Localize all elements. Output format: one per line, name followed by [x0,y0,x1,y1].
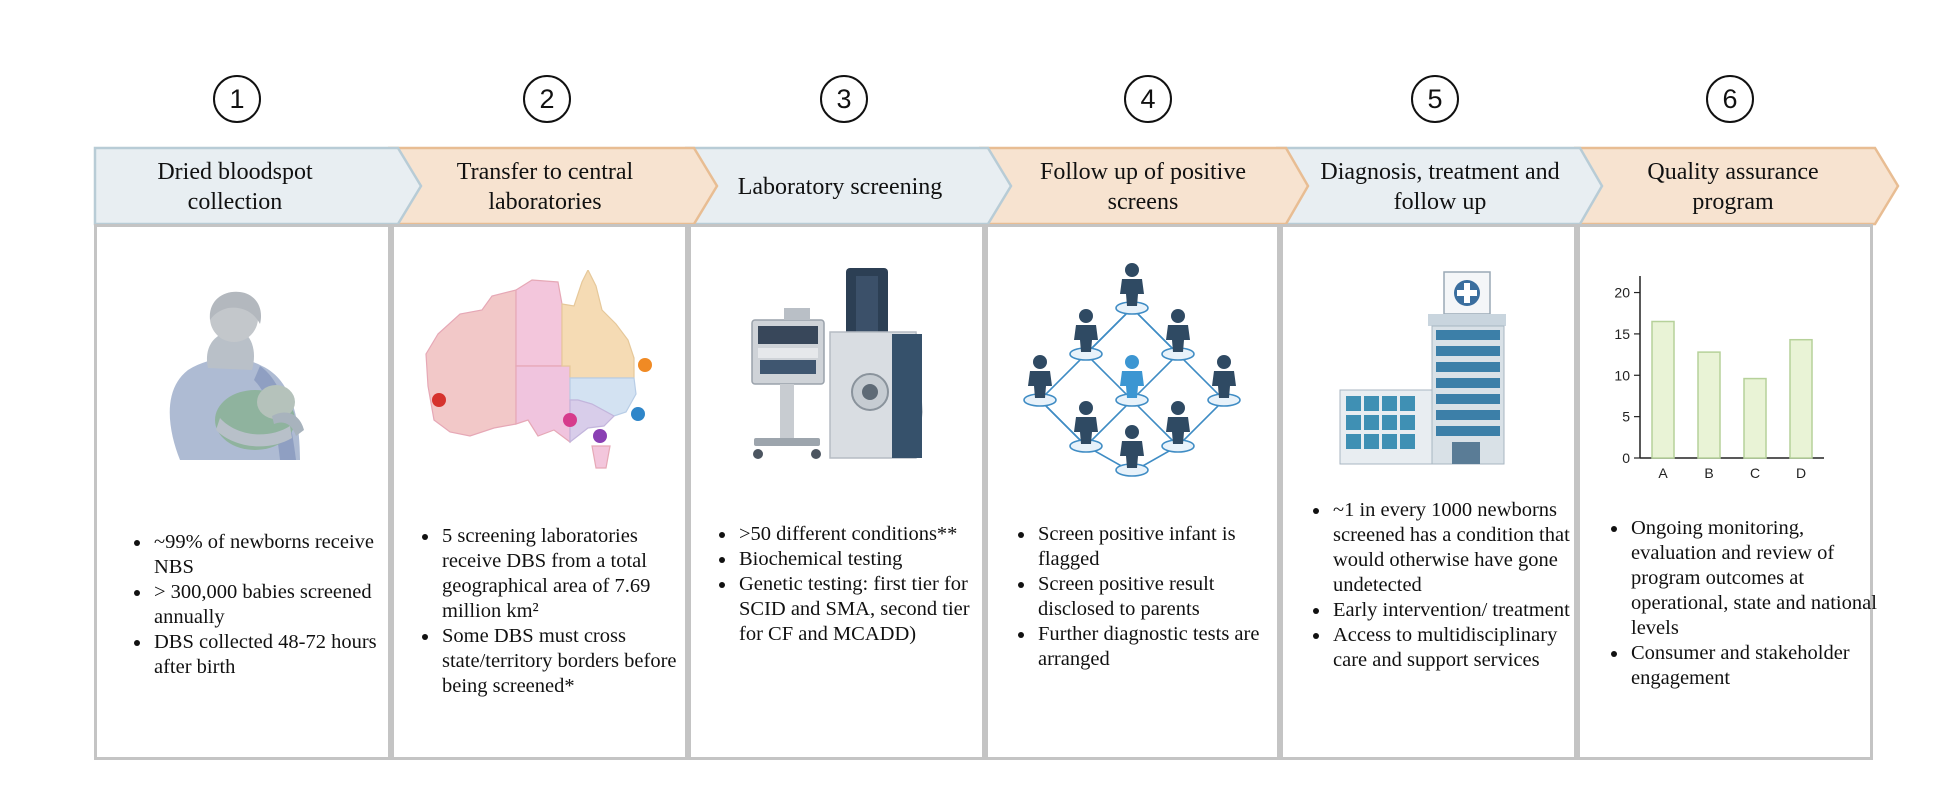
step-arrow-1 [93,146,423,226]
step-number-5: 5 [1411,75,1459,123]
step-number-3: 3 [820,75,868,123]
australia-map-icon [425,270,652,469]
step-panel-6 [1577,224,1873,760]
step-title-6: Quality assurance program [1647,159,1819,215]
step-number-1: 1 [213,75,261,123]
bullet-item: > 300,000 babies screened annually [152,580,392,630]
people-network-icon [1023,263,1241,477]
bullet-item: Screen positive result disclosed to pare… [1036,572,1291,622]
bullet-item: Genetic testing: first tier for SCID and… [737,572,992,647]
x-category-label: D [1796,465,1806,481]
qa-bar-chart: 0 5 10 15 20 A B C D [1614,276,1824,481]
y-tick-label: 10 [1614,367,1630,383]
x-category-label: B [1704,465,1713,481]
step-number-4: 4 [1124,75,1172,123]
bar-d [1789,338,1813,459]
x-category-label: A [1658,465,1668,481]
bullet-list-step-1: ~99% of newborns receive NBS > 300,000 b… [130,530,392,680]
step-title-5: Diagnosis, treatment and follow up [1320,159,1560,215]
hospital-building-icon [1339,271,1506,465]
bar-b [1697,351,1721,459]
y-tick-label: 0 [1622,450,1630,466]
step-panel-3 [688,224,985,760]
mother-and-baby-icon [169,291,304,460]
step-title-3: Laboratory screening [737,174,943,200]
bar-a [1651,320,1675,459]
bullet-item: DBS collected 48-72 hours after birth [152,630,392,680]
bullet-item: Biochemical testing [737,547,992,572]
bullet-list-step-6: Ongoing monitoring, evaluation and revie… [1607,516,1884,691]
bullet-list-step-3: >50 different conditions** Biochemical t… [715,522,992,647]
bullet-list-step-2: 5 screening laboratories receive DBS fro… [418,524,695,699]
x-category-label: C [1750,465,1760,481]
step-title-1: Dried bloodspot collection [157,159,313,215]
step-number-6: 6 [1706,75,1754,123]
bullet-item: Screen positive infant is flagged [1036,522,1291,572]
bullet-item: Further diagnostic tests are arranged [1036,622,1291,672]
y-tick-label: 20 [1614,285,1630,301]
bar-c [1743,377,1767,459]
y-tick-label: 15 [1614,326,1630,342]
laboratory-instrument-icon [751,268,923,459]
bullet-item: Early intervention/ treatment [1331,598,1586,623]
bullet-list-step-5: ~1 in every 1000 newborns screened has a… [1309,498,1586,673]
bullet-item: Consumer and stakeholder engagement [1629,641,1884,691]
bullet-item: ~1 in every 1000 newborns screened has a… [1331,498,1586,598]
step-title-2: Transfer to central laboratories [456,159,634,215]
step-title-4: Follow up of positive screens [1039,159,1246,215]
step-panel-5 [1280,224,1577,760]
bullet-item: Ongoing monitoring, evaluation and revie… [1629,516,1884,641]
y-tick-label: 5 [1622,409,1630,425]
step-number-2: 2 [523,75,571,123]
bullet-item: ~99% of newborns receive NBS [152,530,392,580]
bullet-item: Access to multidisciplinary care and sup… [1331,623,1586,673]
bullet-item: 5 screening laboratories receive DBS fro… [440,524,695,624]
bullet-list-step-4: Screen positive infant is flagged Screen… [1014,522,1291,672]
bullet-item: >50 different conditions** [737,522,992,547]
bullet-item: Some DBS must cross state/territory bord… [440,624,695,699]
